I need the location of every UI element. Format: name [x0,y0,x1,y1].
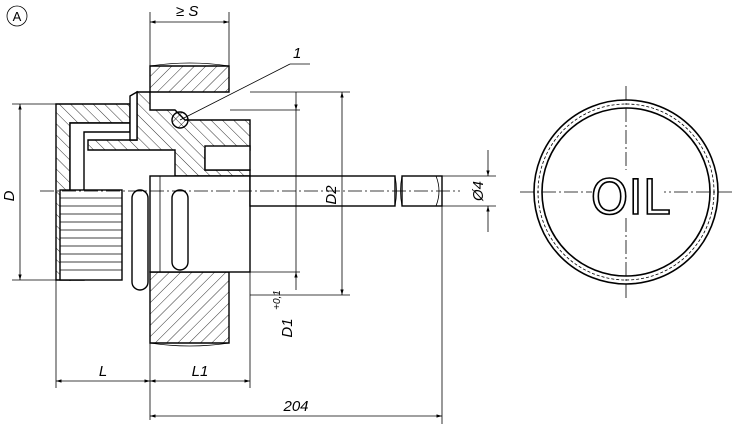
total-length-label: 204 [282,398,308,415]
mounting-wall [149,62,230,347]
bore-tolerance-label: +0,1 [272,290,283,310]
outer-diameter-label: D [1,190,18,201]
view-label: A [6,5,28,27]
seal-callout-label: 1 [293,45,301,62]
cap-head [55,103,131,281]
svg-text:A: A [13,9,22,24]
cap-marking-text: OIL [591,170,670,226]
bore-diameter-label: D1 [279,318,296,337]
cap-front-view: OIL [520,86,732,298]
min-thickness-label: ≥ S [176,3,198,20]
rod-diameter-label: Ø4 [470,181,487,202]
body-length-label: L1 [192,363,209,380]
dimension-labels: ≥ S 1 D D2 D1 +0,1 Ø4 L L1 204 [1,3,487,415]
plug-body [87,90,251,291]
head-length-label: L [99,363,107,380]
inner-diameter-label: D2 [323,185,340,205]
dimension-lines [12,12,496,424]
